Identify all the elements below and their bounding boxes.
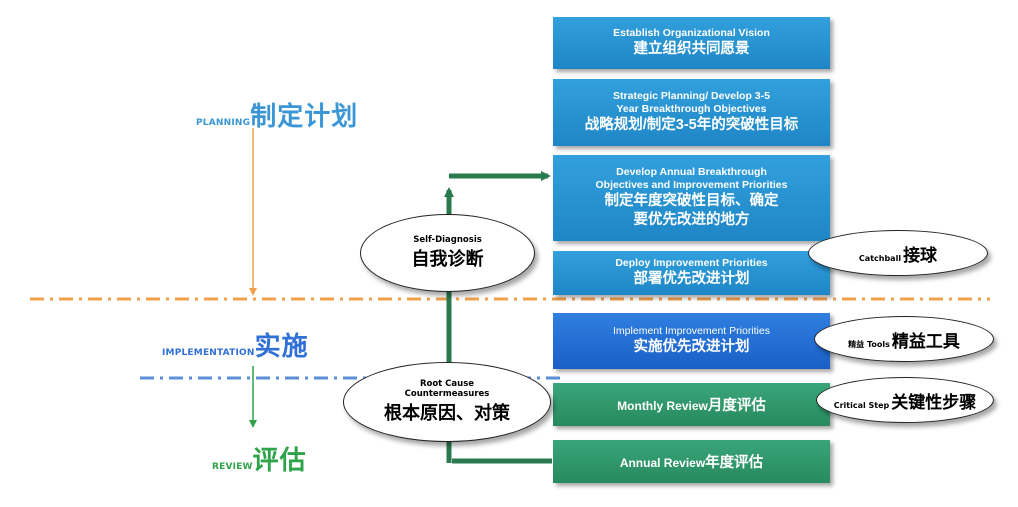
box-annual-objectives-en2: Objectives and Improvement Priorities xyxy=(595,179,788,191)
oval-root-cause-en2: Countermeasures xyxy=(404,389,490,399)
box-strategic-planning-en1: Strategic Planning/ Develop 3-5 xyxy=(613,90,770,102)
oval-critical-step-en: Critical Step xyxy=(833,400,890,410)
box-strategic-planning-en2: Year Breakthrough Objectives xyxy=(616,103,767,115)
box-strategic-planning-zh: 战略规划/制定3-5年的突破性目标 xyxy=(584,117,799,133)
box-annual-objectives-zh2: 要优先改进的地方 xyxy=(633,212,750,228)
box-monthly-review-zh: 月度评估 xyxy=(707,398,766,414)
phase-review-label: REVIEW 评估 xyxy=(212,440,307,477)
box-strategic-planning: Strategic Planning/ Develop 3-5 Year Bre… xyxy=(553,79,830,146)
box-implement-priorities: Implement Improvement Priorities 实施优先改进计… xyxy=(553,313,830,369)
oval-critical-step-zh: 关键性步骤 xyxy=(891,392,977,413)
box-annual-review-zh: 年度评估 xyxy=(705,455,764,471)
box-annual-review-text: Annual Review年度评估 xyxy=(620,451,763,472)
box-annual-review-en: Annual Review xyxy=(619,456,706,470)
box-monthly-review-text: Monthly Review月度评估 xyxy=(617,394,766,415)
oval-root-cause-zh: 根本原因、对策 xyxy=(384,403,510,424)
box-annual-objectives-zh1: 制定年度突破性目标、确定 xyxy=(604,193,779,209)
phase-implementation-en: IMPLEMENTATION xyxy=(162,348,255,358)
phase-planning-label: PLANNING 制定计划 xyxy=(196,96,358,133)
box-monthly-review: Monthly Review月度评估 xyxy=(553,383,830,426)
phase-implementation-zh: 实施 xyxy=(254,332,309,362)
phase-planning-zh: 制定计划 xyxy=(250,102,359,132)
box-deploy-priorities-zh: 部署优先改进计划 xyxy=(633,271,750,287)
oval-lean-tools-en: 精益 Tools xyxy=(848,339,890,349)
oval-root-cause-en1: Root Cause xyxy=(419,379,475,389)
box-annual-objectives: Develop Annual Breakthrough Objectives a… xyxy=(553,155,830,241)
oval-self-diagnosis: Self-Diagnosis 自我诊断 xyxy=(360,214,535,292)
box-annual-objectives-en1: Develop Annual Breakthrough xyxy=(616,166,767,178)
box-establish-vision-en: Establish Organizational Vision xyxy=(613,27,770,39)
oval-self-diagnosis-zh: 自我诊断 xyxy=(411,249,484,270)
phase-implementation-label: IMPLEMENTATION 实施 xyxy=(162,326,309,363)
box-deploy-priorities-en: Deploy Improvement Priorities xyxy=(615,257,768,269)
box-establish-vision-zh: 建立组织共同愿景 xyxy=(633,41,750,57)
phase-review-en: REVIEW xyxy=(212,462,253,472)
box-implement-priorities-en: Implement Improvement Priorities xyxy=(613,325,770,337)
oval-catchball-en: Catchball xyxy=(858,253,902,263)
box-annual-review: Annual Review年度评估 xyxy=(553,440,830,483)
oval-lean-tools-zh: 精益工具 xyxy=(891,331,960,352)
box-establish-vision: Establish Organizational Vision 建立组织共同愿景 xyxy=(553,17,830,69)
box-implement-priorities-zh: 实施优先改进计划 xyxy=(633,339,750,355)
box-monthly-review-en: Monthly Review xyxy=(617,399,708,413)
phase-planning-en: PLANNING xyxy=(196,118,251,128)
oval-catchball: Catchball 接球 xyxy=(808,230,988,276)
oval-critical-step: Critical Step 关键性步骤 xyxy=(816,377,994,423)
oval-catchball-zh: 接球 xyxy=(903,245,938,266)
oval-self-diagnosis-en: Self-Diagnosis xyxy=(413,235,482,245)
phase-review-zh: 评估 xyxy=(252,446,307,476)
box-deploy-priorities: Deploy Improvement Priorities 部署优先改进计划 xyxy=(553,251,830,295)
oval-root-cause: Root Cause Countermeasures 根本原因、对策 xyxy=(343,362,551,442)
oval-lean-tools: 精益 Tools 精益工具 xyxy=(814,316,994,362)
